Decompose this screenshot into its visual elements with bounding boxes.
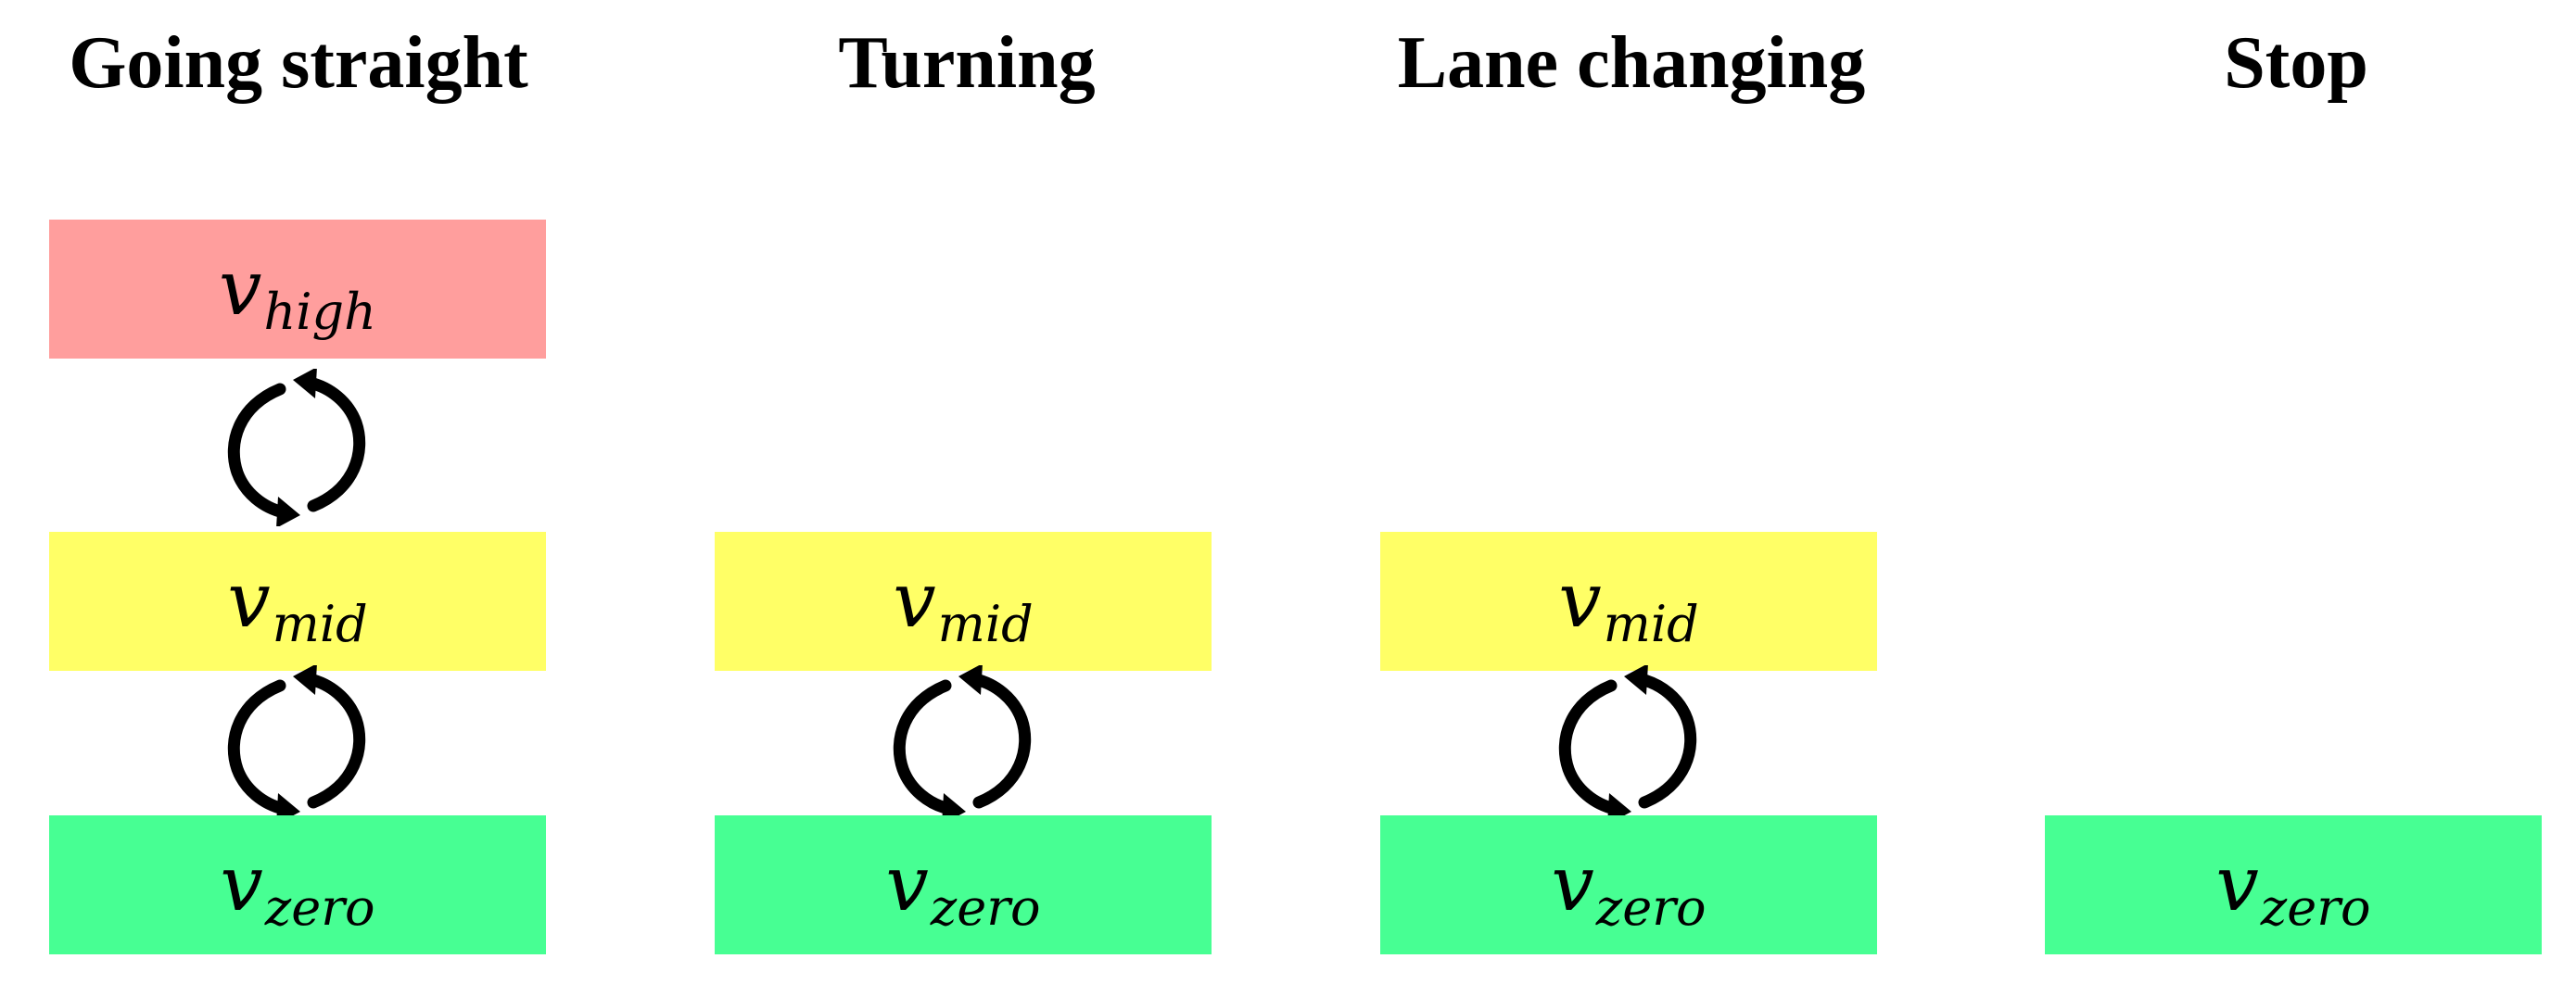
column-title-stop: Stop [2224, 22, 2368, 104]
column-title-lane-changing: Lane changing [1397, 22, 1866, 104]
state-subscript: mid [272, 594, 368, 653]
state-symbol: v [219, 245, 262, 333]
state-symbol: v [227, 557, 271, 645]
state-symbol: v [893, 557, 936, 645]
state-symbol: v [1551, 840, 1594, 928]
state-symbol: v [2215, 840, 2259, 928]
state-symbol: v [220, 840, 263, 928]
cycle-arrows-icon [222, 369, 371, 526]
state-subscript: high [263, 282, 376, 341]
state-symbol: v [885, 840, 929, 928]
cycle-arrows-icon [888, 665, 1036, 823]
state-subscript: zero [2260, 877, 2371, 937]
state-subscript: zero [264, 877, 375, 937]
state-subscript: zero [930, 877, 1041, 937]
state-subscript: mid [1603, 594, 1699, 653]
state-subscript: mid [937, 594, 1034, 653]
state-symbol: v [1558, 557, 1602, 645]
cycle-arrows-icon [222, 665, 371, 823]
state-subscript: zero [1595, 877, 1707, 937]
column-title-going-straight: Going straight [69, 22, 528, 104]
cycle-arrows-icon [1554, 665, 1702, 823]
column-title-turning: Turning [838, 22, 1096, 104]
